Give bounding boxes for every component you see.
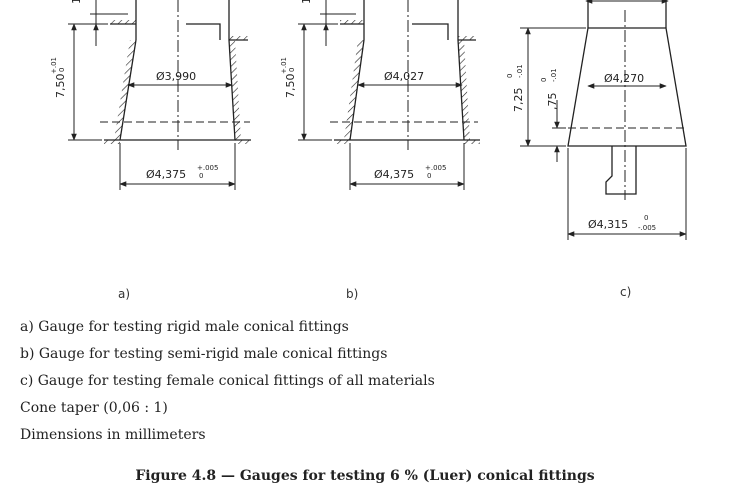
- c-inner-height-tol-up: 0: [540, 78, 548, 82]
- c-base-tol-up: 0: [644, 214, 648, 222]
- c-base-dia: Ø4,315: [588, 218, 628, 231]
- c-height-tol-low: -.01: [516, 64, 524, 78]
- c-height-dim: 7,25: [512, 88, 525, 113]
- b-base-tol-low: 0: [427, 172, 431, 180]
- b-inner-dia: Ø4,027: [384, 70, 424, 83]
- a-sublabel: a): [118, 287, 130, 301]
- caption-list: a) Gauge for testing rigid male conical …: [20, 316, 710, 451]
- b-top-dim: 1,: [300, 0, 313, 4]
- b-height-tol-low: 0: [288, 68, 296, 72]
- a-top-dim: 1,: [70, 0, 83, 4]
- figure-title: Figure 4.8 — Gauges for testing 6 % (Lue…: [135, 468, 595, 484]
- gauge-a: [68, 0, 251, 190]
- c-inner-height-tol-low: -.01: [550, 68, 558, 82]
- b-sublabel: b): [346, 287, 358, 301]
- caption-a: a) Gauge for testing rigid male conical …: [20, 319, 349, 335]
- a-height-dim: 7,50: [54, 74, 67, 99]
- b-base-dia: Ø4,375: [374, 168, 414, 181]
- a-height-tol-low: 0: [58, 68, 66, 72]
- c-sublabel: c): [620, 285, 631, 299]
- a-base-tol-low: 0: [199, 172, 203, 180]
- a-inner-dia: Ø3,990: [156, 70, 196, 83]
- a-height-tol-up: +.01: [50, 57, 58, 74]
- c-base-tol-low: -.005: [638, 224, 656, 232]
- gauge-b: [298, 0, 480, 190]
- a-base-dia: Ø4,375: [146, 168, 186, 181]
- gauge-c: [520, 0, 687, 240]
- b-height-tol-up: +.01: [280, 57, 288, 74]
- b-height-dim: 7,50: [284, 74, 297, 99]
- a-base-tol-up: +.005: [197, 164, 218, 172]
- b-base-tol-up: +.005: [425, 164, 446, 172]
- c-top-dia: Ø4,270: [604, 72, 644, 85]
- caption-units: Dimensions in millimeters: [20, 427, 206, 443]
- c-height-tol-up: 0: [506, 74, 514, 78]
- caption-c: c) Gauge for testing female conical fitt…: [20, 373, 435, 389]
- c-inner-height-dim: ,75: [546, 93, 559, 111]
- caption-b: b) Gauge for testing semi-rigid male con…: [20, 346, 388, 362]
- caption-taper: Cone taper (0,06 : 1): [20, 400, 168, 416]
